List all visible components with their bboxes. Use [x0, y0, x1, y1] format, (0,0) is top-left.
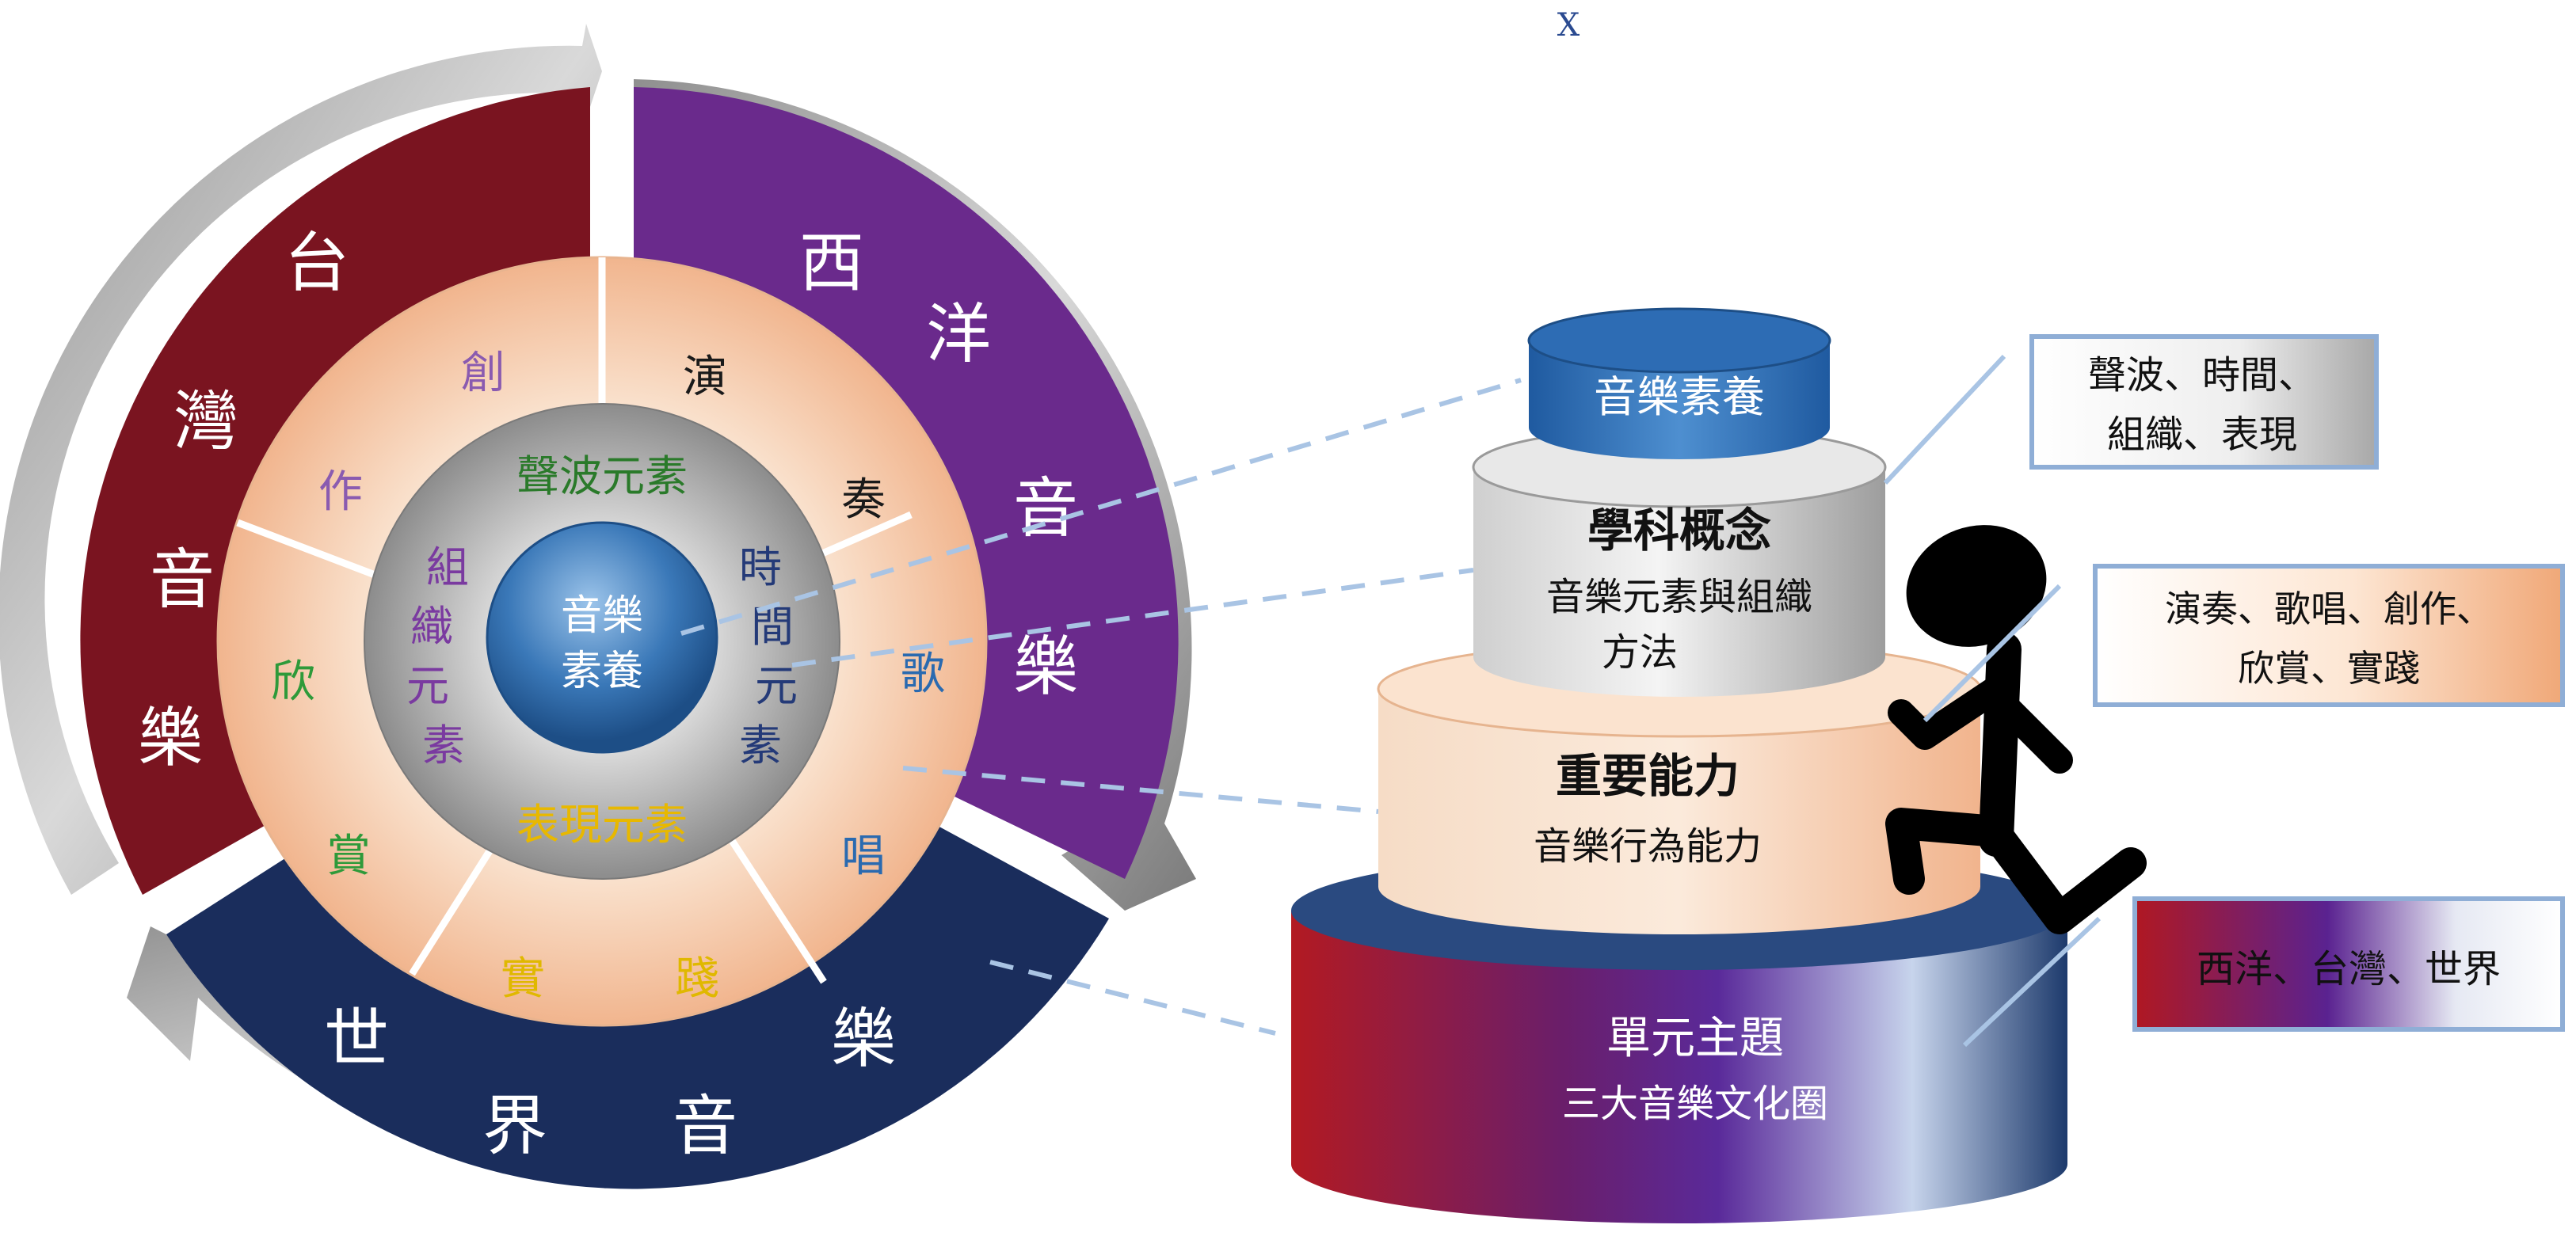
element-right-char-3: 元 [755, 661, 798, 711]
label-cultures: 西洋、台灣、世界 [2132, 896, 2565, 1032]
tier-2-subtitle-2: 方法 [1602, 630, 1678, 675]
taiwan-char-1: 台 [284, 226, 349, 301]
tier-3-title: 重要能力 [1556, 749, 1740, 803]
label-cultures-text: 西洋、台灣、世界 [2197, 947, 2501, 991]
tier-2-subtitle: 音樂元素與組織 [1546, 575, 1812, 619]
element-top-sound: 聲波元素 [516, 451, 688, 501]
western-char-1: 西 [799, 226, 864, 301]
tier-top-music-literacy [1527, 307, 1831, 459]
decorative-glyph: Ⅹ [1557, 7, 1580, 44]
appreciate-char-1: 欣 [271, 656, 315, 708]
core-line-1: 音樂 [561, 592, 643, 640]
practice-char-1: 實 [501, 953, 545, 1005]
label-concepts-line-1: 聲波、時間、 [2088, 353, 2316, 397]
core-music-literacy [486, 521, 718, 754]
world-char-4: 樂 [831, 1002, 896, 1077]
tier-2-title: 學科概念 [1587, 504, 1771, 557]
taiwan-char-3: 音 [150, 542, 215, 618]
tier-2-subject-concepts [1472, 426, 1887, 697]
sing-char-2: 唱 [841, 831, 886, 882]
dashed-connectors [680, 378, 1522, 1036]
element-left-char-4: 素 [422, 721, 465, 770]
label-abilities-line-2: 欣賞、實踐 [2238, 647, 2420, 690]
element-left-char-3: 元 [406, 661, 449, 711]
cycle-arrow-right [634, 79, 1196, 911]
literacy-pyramid: 音樂素養 學科概念 音樂元素與組織 方法 重要能力 音樂行為能力 單元主題 三大… [1291, 307, 2067, 1223]
element-right-char-4: 素 [739, 721, 782, 770]
taiwan-char-4: 樂 [138, 701, 203, 776]
appreciate-char-2: 賞 [326, 831, 371, 882]
western-char-3: 音 [1013, 471, 1078, 546]
music-literacy-circle: 台 灣 音 樂 西 洋 音 樂 世 界 音 樂 創 作 演 奏 歌 唱 欣 賞 … [0, 24, 1196, 1189]
tier-top-label: 音樂素養 [1594, 372, 1765, 422]
element-right-char-1: 時 [739, 542, 782, 592]
label-concepts-line-2: 組織、表現 [2107, 413, 2297, 457]
perform-char-2: 奏 [841, 474, 886, 526]
label-abilities-line-1: 演奏、歌唱、創作、 [2165, 588, 2493, 630]
world-char-1: 世 [324, 1002, 389, 1077]
cycle-arrow-upper-left [0, 24, 602, 895]
label-concepts: 聲波、時間、 組織、表現 [2029, 334, 2379, 470]
element-left-char-2: 織 [410, 602, 453, 652]
practice-char-2: 踐 [675, 953, 719, 1005]
sing-char-1: 歌 [901, 649, 945, 700]
world-char-2: 界 [482, 1089, 547, 1164]
element-bottom-expression: 表現元素 [516, 800, 688, 850]
label-abilities: 演奏、歌唱、創作、 欣賞、實踐 [2093, 564, 2565, 707]
perform-char-1: 演 [683, 352, 727, 403]
create-char-1: 創 [461, 348, 505, 399]
core-line-2: 素養 [561, 648, 643, 695]
tier-base-title: 單元主題 [1606, 1013, 1784, 1064]
world-char-3: 音 [673, 1089, 737, 1164]
taiwan-char-2: 灣 [173, 384, 238, 459]
climbing-figure-icon [1885, 525, 2147, 934]
create-char-2: 作 [318, 466, 363, 518]
western-char-4: 樂 [1013, 630, 1078, 705]
element-left-char-1: 組 [426, 542, 469, 592]
tier-3-subtitle: 音樂行為能力 [1534, 824, 1762, 869]
label-connectors [1883, 354, 2102, 1048]
tier-base-subtitle: 三大音樂文化圈 [1562, 1082, 1828, 1126]
western-char-2: 洋 [926, 297, 991, 372]
